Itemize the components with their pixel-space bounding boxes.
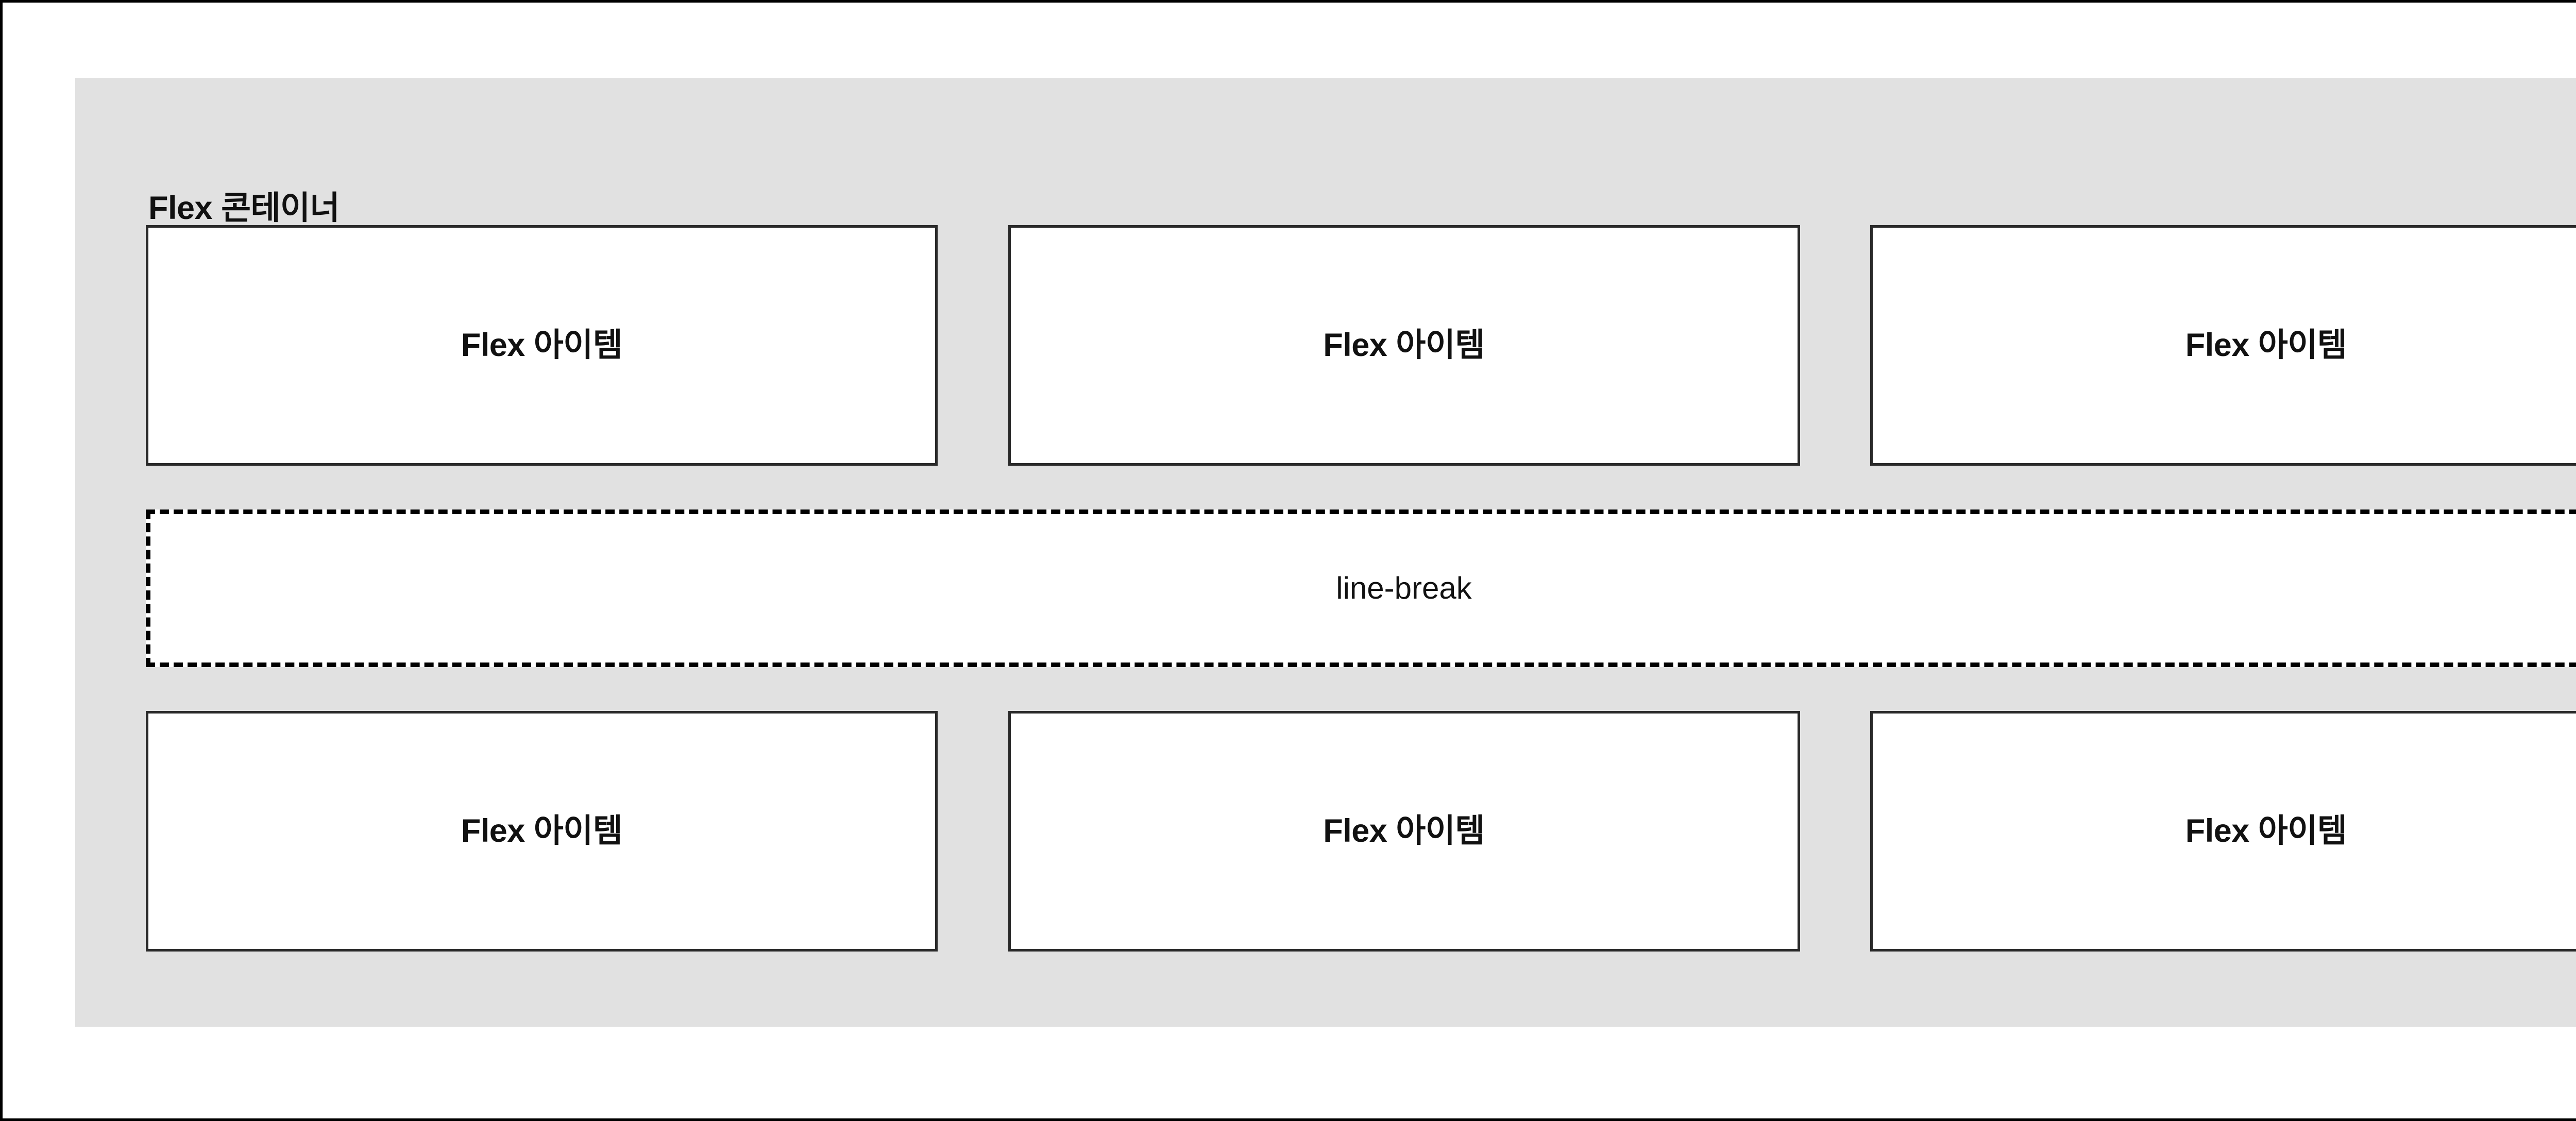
flex-item[interactable]: Flex 아이템 [1008,225,1800,466]
line-break-marker: line-break [146,509,2576,667]
flex-item-label: Flex 아이템 [1323,327,1485,363]
flex-item-label: Flex 아이템 [2185,813,2347,849]
flex-item-label: Flex 아이템 [2185,327,2347,363]
flex-item-label: Flex 아이템 [1323,813,1485,849]
flex-container-title: Flex 콘테이너 [148,190,340,226]
flex-item[interactable]: Flex 아이템 [146,225,938,466]
flex-row-first-line: Flex 아이템 Flex 아이템 Flex 아이템 [146,225,2576,466]
flex-container: Flex 콘테이너 Flex 아이템 Flex 아이템 Flex 아이템 lin… [75,78,2576,1027]
flex-row-second-line: Flex 아이템 Flex 아이템 Flex 아이템 [146,711,2576,952]
flex-item[interactable]: Flex 아이템 [146,711,938,952]
flex-item-label: Flex 아이템 [461,327,623,363]
flex-item[interactable]: Flex 아이템 [1870,711,2576,952]
flex-item[interactable]: Flex 아이템 [1870,225,2576,466]
line-break-label: line-break [1336,571,1472,605]
flex-item-label: Flex 아이템 [461,813,623,849]
flex-item[interactable]: Flex 아이템 [1008,711,1800,952]
